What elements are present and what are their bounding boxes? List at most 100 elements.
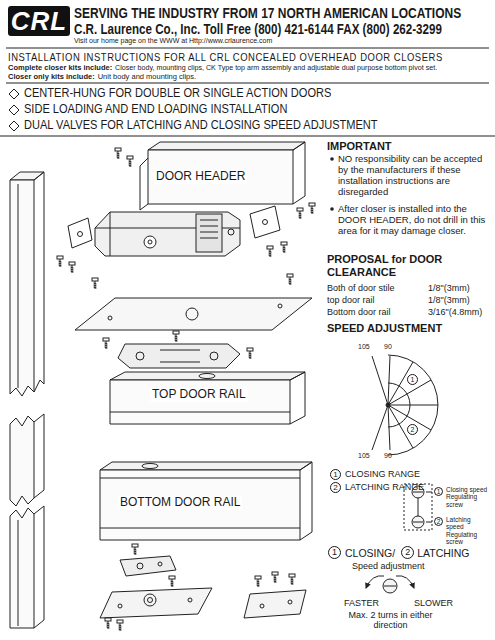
closer-body (200, 238, 218, 239)
bottom-pivot (244, 590, 306, 618)
label-text: Closing speed Regulating screw (446, 486, 490, 508)
top-arm (160, 362, 200, 363)
bottom-pivot (117, 620, 123, 631)
bullet-diamonds (9, 89, 19, 131)
bottom-door-rail (100, 462, 312, 540)
top-arm (103, 338, 109, 349)
door-header (140, 158, 148, 166)
adjust-knob (366, 576, 384, 588)
door-stile (18, 520, 19, 626)
bottom-pivot (255, 576, 261, 587)
top-door-rail (110, 380, 290, 424)
bottom-door-rail (300, 462, 312, 540)
closer-body (95, 212, 240, 256)
speed-dial (386, 403, 390, 407)
door-stile (10, 180, 34, 396)
bottom-pivot (137, 563, 143, 569)
mounting-plate (75, 274, 312, 330)
speed-dial (388, 405, 413, 448)
door-stile (10, 172, 44, 628)
regulating-screws (412, 516, 424, 528)
bottom-pivot (100, 544, 306, 631)
label-text: PROPOSAL for DOOR CLEARANCE (327, 253, 467, 278)
label-text: SPEED ADJUSTMENT (327, 322, 442, 335)
door-stile (10, 508, 34, 628)
door-header (309, 203, 315, 214)
door-header (148, 150, 293, 204)
mounting-plate (108, 316, 112, 320)
bottom-pivot (100, 588, 212, 618)
header-rules (6, 83, 489, 84)
bottom-pivot (289, 574, 295, 585)
regulating-screws (426, 492, 432, 493)
bottom-pivot (288, 600, 292, 604)
label-text: C.R. Laurence Co., Inc. Toll Free (800) … (74, 21, 442, 38)
label-text: Bottom door rail (327, 307, 391, 317)
label-text: DOOR HEADER (154, 170, 247, 184)
top-arm (160, 350, 200, 351)
closer-body (281, 242, 287, 253)
label-text: SLOWER (414, 598, 453, 608)
callout-number: 1 (407, 374, 418, 385)
callout-number: 1 (330, 469, 341, 480)
closer-body (200, 232, 218, 233)
closer-body (200, 220, 218, 221)
door-header (127, 156, 133, 167)
top-arm (247, 348, 253, 359)
speed-dial (388, 405, 390, 450)
label-text: Visit our home page on the WWW at Http:/… (74, 37, 272, 45)
label-text: DUAL VALVES FOR LATCHING AND CLOSING SPE… (24, 119, 378, 133)
closer-body (148, 240, 152, 244)
callout-number: 2 (330, 482, 341, 493)
label-text: BOTTOM DOOR RAIL (118, 496, 242, 510)
bottom-pivot (272, 572, 278, 583)
label-text: Max. 2 turns in either direction (343, 610, 438, 631)
label-text: CLOSING RANGE (345, 469, 420, 479)
speed-dial (388, 380, 431, 405)
label-text: LATCHING RANGE (345, 482, 424, 492)
mounting-plate (75, 298, 312, 330)
speed-dial (388, 355, 438, 455)
label-text: Speed adjustment (352, 561, 425, 571)
label-text: FASTER (344, 598, 379, 608)
label-text: Both of door stile (327, 283, 395, 293)
bottom-door-rail (100, 478, 300, 479)
label-text: SERVING THE INDUSTRY FROM 17 NORTH AMERI… (74, 4, 461, 21)
label-text: CENTER-HUNG FOR DOUBLE OR SINGLE ACTION … (24, 87, 331, 101)
top-arm (103, 331, 253, 368)
bottom-pivot (188, 598, 192, 602)
bottom-pivot (120, 556, 176, 576)
label-text: 90 (384, 452, 392, 460)
door-stile (34, 414, 44, 498)
door-stile (34, 506, 44, 628)
callout-number: 1 (434, 487, 443, 496)
label-text: LATCHING (417, 547, 469, 559)
label-text: 105 (358, 452, 370, 460)
bullet-diamonds (9, 121, 19, 131)
closer-body (263, 220, 268, 225)
top-door-rail (110, 412, 290, 413)
header-rules (0, 48, 495, 136)
top-door-rail (290, 372, 305, 424)
label-text: NO responsibility can be accepted by the… (338, 154, 488, 198)
speed-dial (388, 362, 413, 405)
label-text: Complete closer kits include: (8, 64, 112, 73)
callout-number: 2 (401, 546, 414, 559)
speed-dial (372, 356, 388, 405)
top-door-rail (110, 372, 305, 424)
callout-number: 2 (407, 424, 418, 435)
adjust-knob (366, 576, 414, 593)
door-stile (18, 184, 19, 388)
closer-body (250, 206, 280, 238)
label-text: Closer body, mounting clips, CK Type top… (115, 64, 437, 73)
label-text: 3/16"(4.8mm) (428, 307, 482, 317)
logo: CRL (8, 6, 70, 36)
door-header (297, 208, 303, 219)
label-text: top door rail (327, 295, 375, 305)
note-bullets (330, 157, 334, 211)
closer-body (57, 206, 287, 273)
bottom-pivot (148, 598, 153, 603)
adjust-knob (383, 579, 397, 593)
bottom-door-rail (100, 462, 312, 470)
closer-body (78, 232, 83, 237)
